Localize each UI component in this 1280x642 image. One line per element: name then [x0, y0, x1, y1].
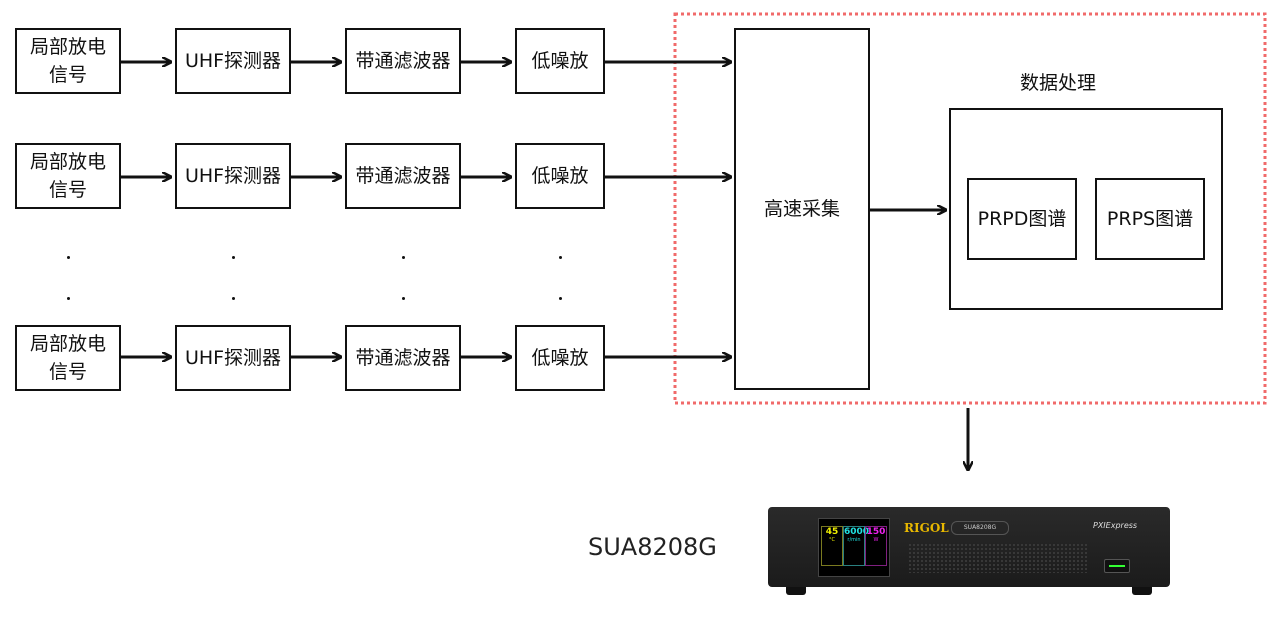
lna-box-3: 低噪放: [515, 325, 605, 391]
fpga-region-dashed: [673, 12, 1267, 405]
uhf-detector-box-1: UHF探测器: [175, 28, 291, 94]
bandpass-filter-box-3: 带通滤波器: [345, 325, 461, 391]
uhf-detector-box-2: UHF探测器: [175, 143, 291, 209]
ellipsis-dot: [402, 256, 405, 259]
device-foot: [786, 587, 806, 595]
fan-speed-value: 6000: [844, 527, 870, 537]
pd-signal-box-1: 局部放电 信号: [15, 28, 121, 94]
device-foot: [1132, 587, 1152, 595]
power-button: [1104, 559, 1130, 573]
ellipsis-dot: [232, 256, 235, 259]
power-unit: W: [873, 537, 879, 543]
prpd-box: PRPD图谱: [967, 178, 1077, 260]
pxi-express-logo: PXIExpress: [1093, 521, 1138, 530]
high-speed-acquisition-box: 高速采集: [734, 28, 870, 390]
pd-signal-box-3: 局部放电 信号: [15, 325, 121, 391]
fan-speed-unit: r/min: [847, 537, 861, 543]
ellipsis-dot: [67, 297, 70, 300]
temp-unit: °C: [829, 537, 835, 543]
rigol-logo: RIGOL: [904, 521, 949, 535]
ellipsis-dot: [67, 256, 70, 259]
temp-value: 45: [825, 527, 839, 537]
lna-box-2: 低噪放: [515, 143, 605, 209]
prps-box: PRPS图谱: [1095, 178, 1205, 260]
data-processing-title: 数据处理: [1020, 72, 1097, 94]
pd-signal-box-2: 局部放电 信号: [15, 143, 121, 209]
ellipsis-dot: [402, 297, 405, 300]
bandpass-filter-box-1: 带通滤波器: [345, 28, 461, 94]
uhf-detector-box-3: UHF探测器: [175, 325, 291, 391]
lna-box-1: 低噪放: [515, 28, 605, 94]
bandpass-filter-box-2: 带通滤波器: [345, 143, 461, 209]
ellipsis-dot: [559, 297, 562, 300]
vent-grille: [908, 543, 1088, 573]
ellipsis-dot: [559, 256, 562, 259]
power-value: 150: [866, 527, 886, 537]
model-badge: SUA8208G: [951, 521, 1009, 535]
ellipsis-dot: [232, 297, 235, 300]
device-model-label: SUA8208G: [588, 533, 717, 561]
